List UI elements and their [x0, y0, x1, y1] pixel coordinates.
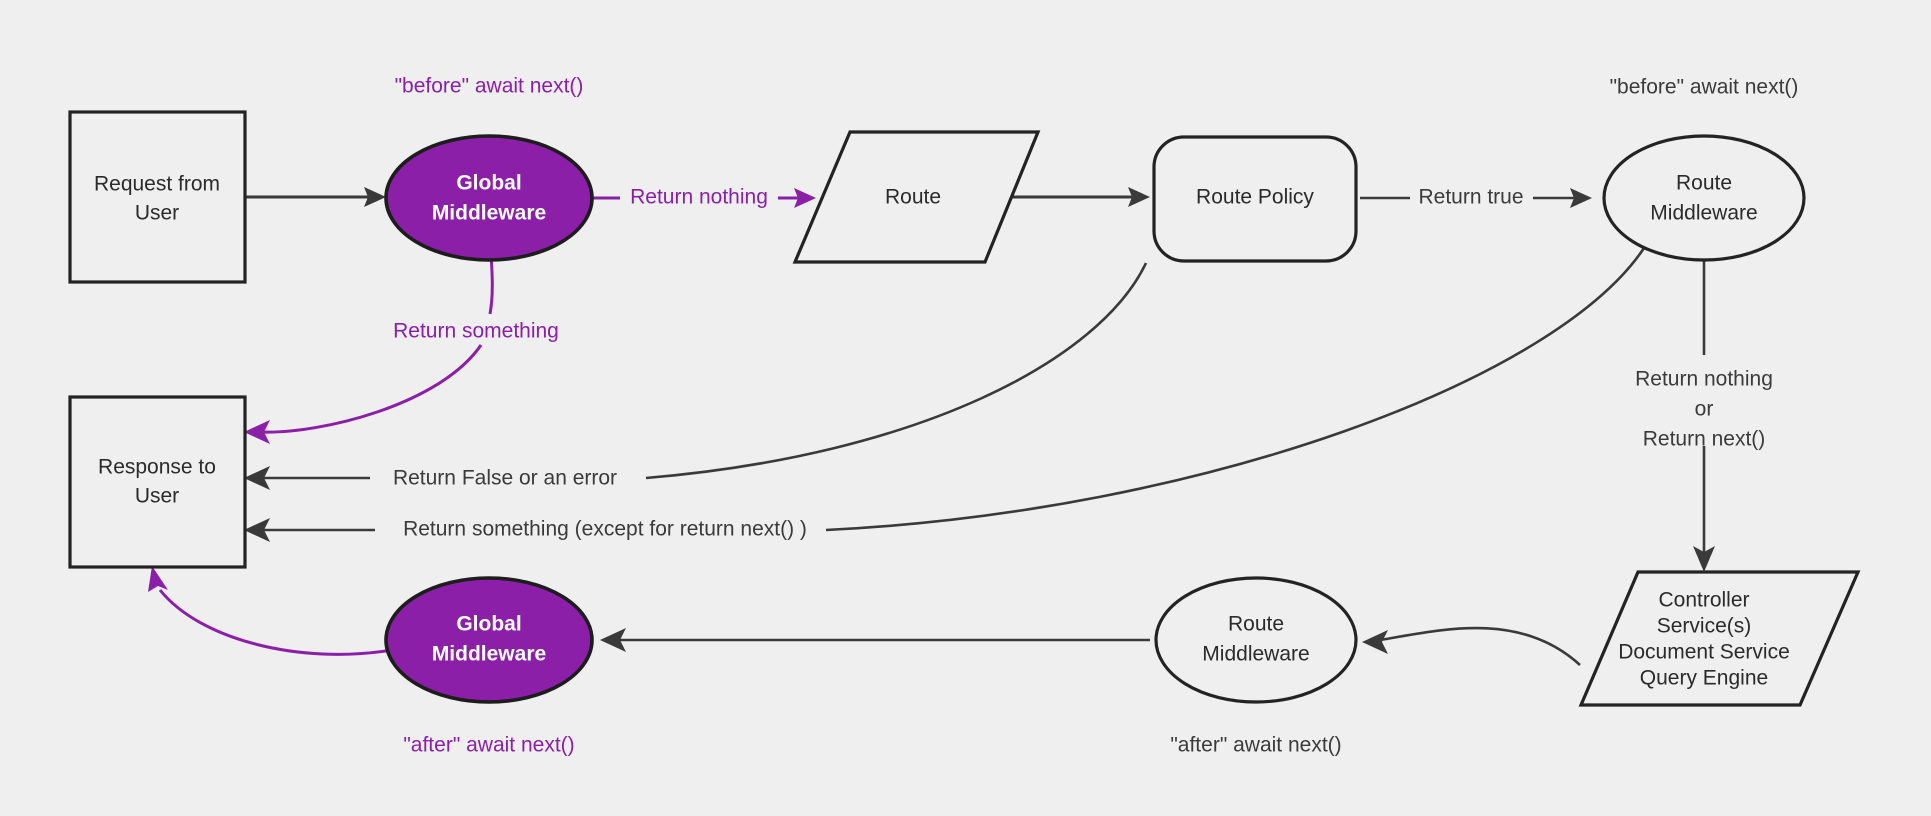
node-global-middleware-top-label-1: Global: [456, 172, 521, 195]
node-global-middleware-top[interactable]: Global Middleware: [384, 134, 594, 262]
edge-label-return-nothing: Return nothing: [630, 186, 768, 209]
annotation-after-await-next-route-mw: "after" await next(): [1170, 734, 1341, 757]
node-route-middleware-bottom-label-1: Route: [1228, 613, 1284, 636]
node-request-label-2: User: [135, 202, 179, 225]
node-route-middleware-top[interactable]: Route Middleware: [1602, 134, 1806, 262]
annotation-before-await-next-route-mw: "before" await next(): [1610, 76, 1799, 99]
node-controller-label-1: Controller: [1658, 589, 1749, 612]
node-route-label: Route: [885, 186, 941, 209]
node-response-label-1: Response to: [98, 456, 216, 479]
node-request-label-1: Request from: [94, 173, 220, 196]
edge-label-return-true: Return true: [1418, 186, 1523, 209]
edge-label-return-something: Return something: [393, 320, 559, 343]
edge-route-middleware-to-controller: [1693, 245, 1715, 572]
node-global-middleware-bottom-label-2: Middleware: [432, 643, 546, 666]
node-route-policy-label: Route Policy: [1196, 186, 1314, 209]
edge-route-middleware-bottom-to-global-middleware-bottom: [600, 628, 1150, 652]
edge-route-policy-to-route-middleware: [1360, 188, 1592, 208]
node-route-middleware-top-label-2: Middleware: [1650, 202, 1757, 225]
node-route-policy[interactable]: Route Policy: [1152, 135, 1358, 263]
edge-route-to-route-policy: [1010, 187, 1150, 207]
edge-route-middleware-to-response: [240, 244, 1648, 542]
node-route-middleware-top-label-1: Route: [1676, 172, 1732, 195]
node-route[interactable]: Route: [792, 130, 1041, 264]
node-route-middleware-bottom-label-2: Middleware: [1202, 643, 1309, 666]
edge-global-middleware-to-route: [592, 188, 816, 208]
node-global-middleware-top-label-2: Middleware: [432, 202, 546, 225]
annotation-before-await-next-global: "before" await next(): [395, 75, 584, 98]
node-response-to-user[interactable]: Response to User: [68, 395, 247, 569]
edge-label-route-mw-out-3: Return next(): [1643, 428, 1766, 451]
edge-controller-to-route-middleware-bottom: [1362, 626, 1581, 666]
node-route-middleware-bottom[interactable]: Route Middleware: [1154, 576, 1358, 704]
node-controller-label-3: Document Service: [1618, 641, 1790, 664]
node-global-middleware-bottom[interactable]: Global Middleware: [384, 576, 594, 704]
node-response-label-2: User: [135, 485, 179, 508]
annotation-after-await-next-global: "after" await next(): [403, 734, 574, 757]
edge-route-policy-to-response: [240, 262, 1148, 490]
node-request-from-user[interactable]: Request from User: [68, 110, 247, 284]
node-controller-services[interactable]: Controller Service(s) Document Service Q…: [1578, 570, 1861, 707]
node-global-middleware-bottom-label-1: Global: [456, 613, 521, 636]
edge-label-return-false-or-error: Return False or an error: [393, 467, 617, 490]
edge-request-to-global-middleware: [244, 187, 386, 207]
node-controller-label-4: Query Engine: [1640, 667, 1768, 690]
edge-label-return-something-except: Return something (except for return next…: [403, 518, 807, 541]
node-controller-label-2: Service(s): [1657, 615, 1752, 638]
edge-label-route-mw-out-1: Return nothing: [1635, 368, 1773, 391]
edge-global-middleware-bottom-to-response-purple: [148, 566, 393, 656]
edge-label-route-mw-out-2: or: [1695, 398, 1714, 421]
